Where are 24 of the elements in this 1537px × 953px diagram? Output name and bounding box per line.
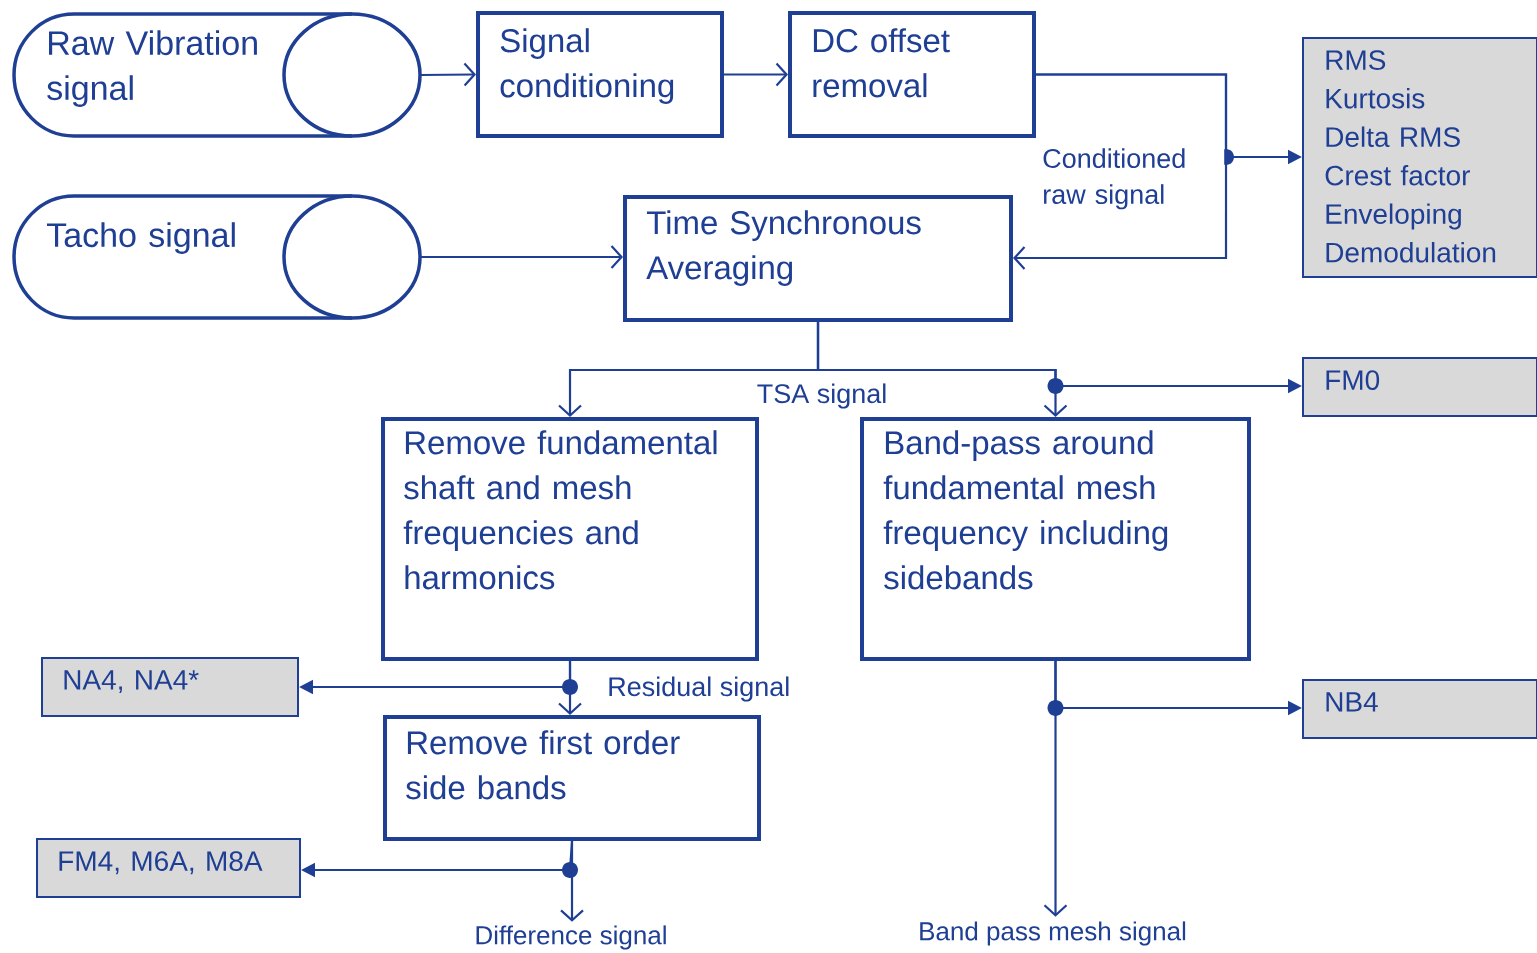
result-box: FM0	[1302, 357, 1537, 417]
arrow	[1013, 73, 1228, 270]
node-label: Raw Vibration signal	[47, 30, 257, 107]
result-box: RMS Kurtosis Delta RMS Crest factor Enveloping Demodulation	[1302, 37, 1537, 278]
arrow	[420, 245, 623, 269]
edge-label: Conditioned raw signal	[1040, 146, 1225, 212]
output-label: Difference signal	[476, 925, 666, 950]
node-label: Tacho signal	[46, 222, 235, 254]
edge-label: TSA signal	[754, 381, 890, 411]
arrow	[724, 62, 788, 87]
process-box: Remove first order side bands	[383, 715, 761, 841]
process-box: Remove fundamental shaft and mesh frequencies and harmonics	[381, 417, 759, 661]
process-box: Band-pass around fundamental mesh frequency including sidebands	[860, 417, 1251, 661]
result-box: NA4, NA4*	[41, 657, 299, 717]
result-box: FM4, M6A, M8A	[36, 838, 301, 898]
arrow	[420, 62, 476, 87]
process-box: Time Synchronous Averaging	[623, 195, 1013, 322]
signal-source-cylinder: Raw Vibration signal	[12, 12, 422, 138]
signal-source-cylinder: Tacho signal	[12, 194, 422, 320]
result-box: NB4	[1302, 679, 1537, 739]
process-box: Signal conditioning	[476, 11, 724, 138]
output-label: Band pass mesh signal	[920, 921, 1186, 946]
process-box: DC offset removal	[788, 11, 1036, 138]
edge-label: Residual signal	[605, 674, 793, 704]
